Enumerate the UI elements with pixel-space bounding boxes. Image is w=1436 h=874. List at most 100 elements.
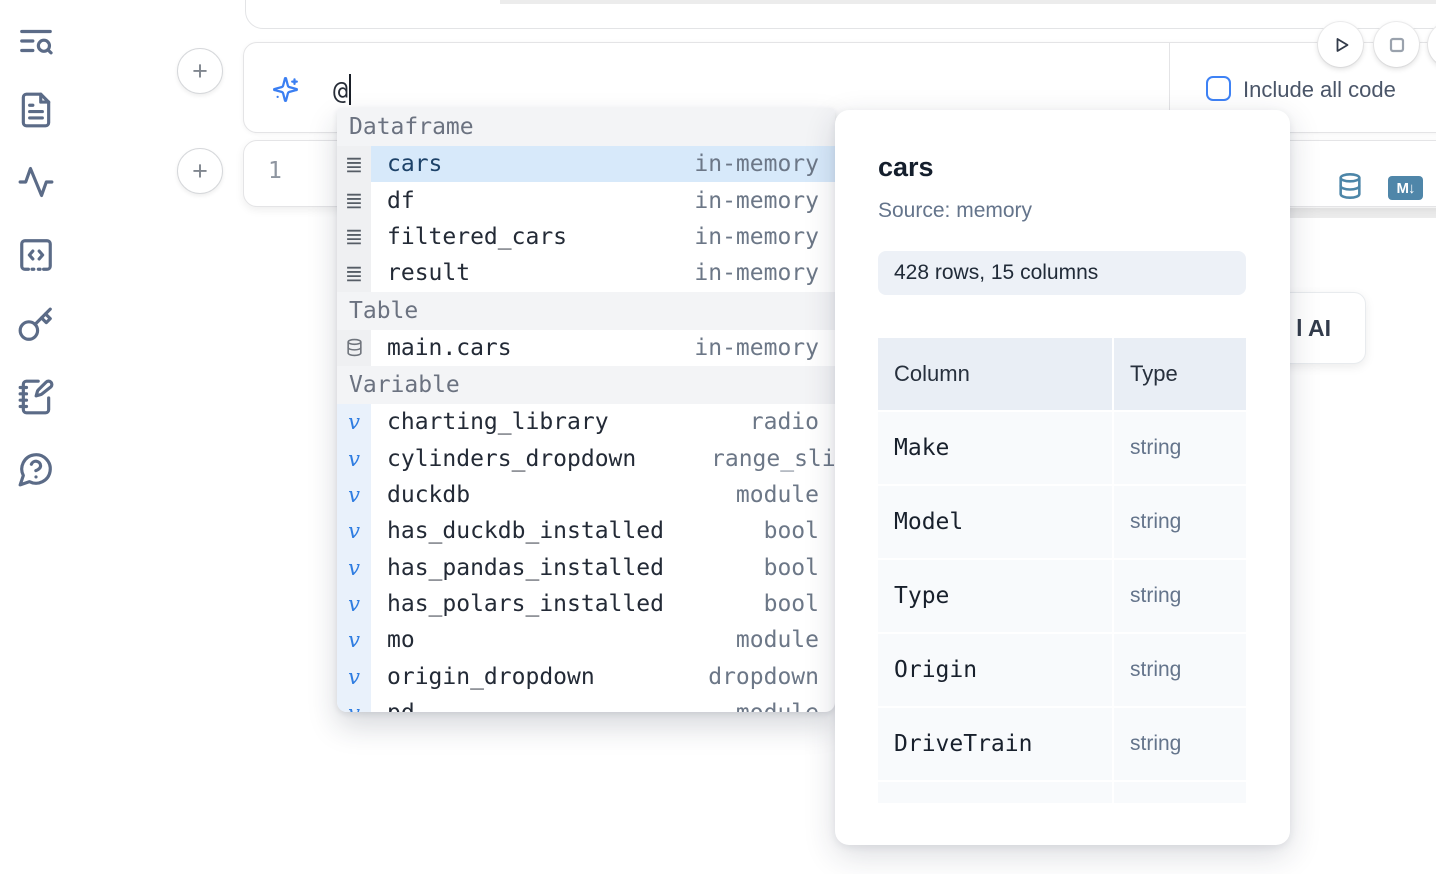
schema-column-type: string: [1114, 486, 1246, 558]
ai-prompt-value: @: [333, 76, 349, 105]
completion-section-header: Dataframe: [337, 108, 835, 146]
sparkles-icon: [272, 76, 299, 103]
run-cell-button[interactable]: [1318, 22, 1363, 67]
schema-column-name: DriveTrain: [878, 708, 1112, 780]
table-database-icon: [346, 339, 362, 357]
completion-item-name: df: [387, 187, 415, 214]
play-icon: [1336, 37, 1348, 52]
completion-item-gutter: v: [337, 403, 371, 441]
completion-item-name: has_polars_installed: [387, 591, 664, 618]
ai-prompt-input[interactable]: @: [333, 74, 352, 105]
completion-item-type: in-memory: [694, 260, 819, 287]
completion-item-gutter: [337, 146, 371, 183]
schema-column-type: string: [1114, 560, 1246, 632]
add-cell-below-button[interactable]: +: [177, 148, 223, 194]
completion-item-type: module: [735, 481, 819, 508]
completion-section-header: Variable: [337, 365, 835, 404]
completion-item-charting_library[interactable]: v charting_library radio: [337, 403, 835, 441]
completion-item-cars[interactable]: cars in-memory: [337, 146, 835, 183]
preview-title: cars: [878, 152, 934, 182]
notebook-pen-icon[interactable]: [17, 378, 55, 416]
variable-icon: v: [348, 592, 360, 617]
dataframe-rows-icon: [346, 266, 361, 282]
completion-item-type: module: [735, 627, 819, 654]
schema-column-type: [1114, 782, 1246, 803]
stop-icon: [1389, 37, 1404, 52]
completion-item-name: has_pandas_installed: [387, 554, 664, 581]
completion-item-df[interactable]: df in-memory: [337, 182, 835, 219]
schema-column-type: string: [1114, 708, 1246, 780]
schema-header-type: Type: [1114, 338, 1246, 410]
shape-badge: 428 rows, 15 columns: [878, 251, 1246, 295]
completion-item-duckdb[interactable]: v duckdb module: [337, 476, 835, 514]
completion-item-cylinders_dropdown[interactable]: v cylinders_dropdown range_slider: [337, 440, 835, 477]
completion-item-name: origin_dropdown: [387, 663, 595, 690]
completion-item-type: range_slider: [711, 445, 835, 472]
text-search-icon[interactable]: [17, 22, 55, 60]
schema-column-name: Origin: [878, 634, 1112, 706]
schema-column-name: Type: [878, 560, 1112, 632]
schema-column-name: Make: [878, 412, 1112, 484]
dataframe-rows-icon: [346, 230, 361, 245]
file-text-icon[interactable]: [17, 91, 55, 129]
completion-item-mo[interactable]: v mo module: [337, 622, 835, 659]
previous-cell-output-band: [500, 0, 1436, 4]
completion-item-gutter: v: [337, 440, 371, 477]
completion-item-name: has_duckdb_installed: [387, 518, 664, 545]
previous-cell-fragment: [245, 0, 1436, 29]
ai-cell-divider: [1169, 43, 1170, 132]
completion-item-gutter: [337, 218, 371, 256]
completion-item-gutter: v: [337, 585, 371, 623]
completion-dropdown: Dataframe cars in-memory df in-memory filtere…: [337, 108, 835, 712]
completion-item-gutter: v: [337, 513, 371, 550]
stop-cell-button[interactable]: [1374, 22, 1419, 67]
completion-item-gutter: v: [337, 695, 371, 712]
text-cursor: [349, 74, 352, 105]
completion-item-name: mo: [387, 627, 415, 654]
completion-item-gutter: v: [337, 549, 371, 586]
dataframe-rows-icon: [346, 193, 361, 209]
variable-icon: v: [348, 628, 360, 653]
completion-item-type: radio: [749, 409, 819, 436]
completion-item-name: cylinders_dropdown: [387, 445, 637, 472]
completion-item-gutter: v: [337, 476, 371, 514]
include-all-code-checkbox[interactable]: [1206, 76, 1231, 101]
completion-item-main-cars[interactable]: main.cars in-memory: [337, 329, 835, 366]
completion-item-type: in-memory: [694, 151, 819, 178]
add-cell-above-button[interactable]: +: [177, 48, 223, 94]
completion-section-header: Table: [337, 291, 835, 330]
variable-icon: v: [348, 482, 360, 507]
include-all-code-label: Include all code: [1243, 77, 1396, 102]
completion-item-name: filtered_cars: [387, 223, 568, 250]
completion-item-name: main.cars: [387, 334, 512, 361]
completion-item-gutter: [337, 329, 371, 366]
schema-column-type: string: [1114, 412, 1246, 484]
database-icon[interactable]: [1336, 172, 1364, 200]
completion-item-pd[interactable]: v pd module: [337, 695, 835, 712]
help-chat-icon[interactable]: [17, 450, 55, 488]
code-square-icon[interactable]: [17, 236, 55, 274]
more-actions-button[interactable]: [1428, 22, 1436, 67]
schema-column-type: string: [1114, 634, 1246, 706]
completion-item-type: module: [736, 700, 819, 712]
dataframe-rows-icon: [346, 157, 361, 172]
variable-icon: v: [348, 446, 360, 471]
completion-item-name: pd: [387, 700, 415, 712]
completion-item-type: in-memory: [694, 334, 819, 361]
completion-item-gutter: [337, 255, 371, 292]
markdown-icon[interactable]: M↓: [1388, 176, 1423, 200]
completion-item-type: in-memory: [694, 187, 819, 214]
activity-icon[interactable]: [17, 163, 55, 201]
completion-item-name: duckdb: [387, 481, 471, 508]
completion-item-name: charting_library: [387, 409, 609, 436]
key-icon[interactable]: [17, 306, 55, 344]
completion-item-name: cars: [387, 151, 443, 178]
preview-source: Source: memory: [878, 199, 1033, 222]
